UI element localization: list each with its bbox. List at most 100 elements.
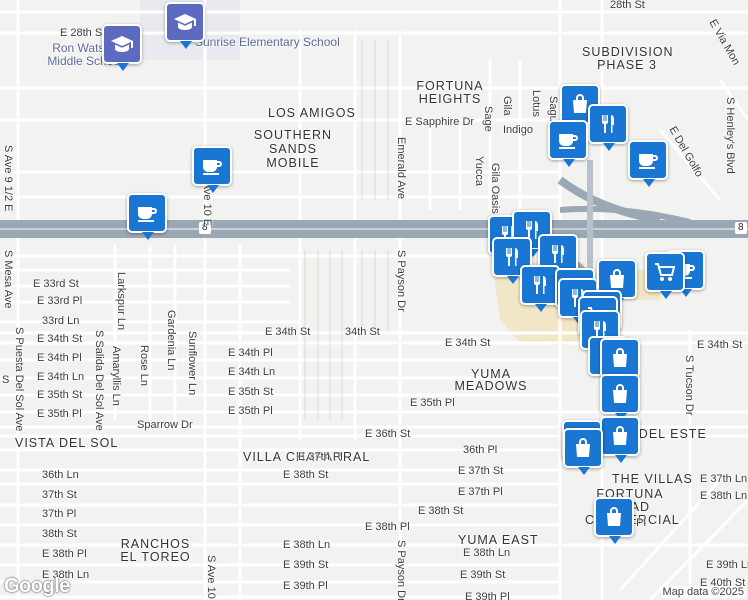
street-label: E 35th St <box>228 386 274 398</box>
interstate-8-shield-east: 8 <box>735 222 747 234</box>
street-label: E 38th Ln <box>283 539 331 551</box>
shopping-bag-icon <box>568 92 592 116</box>
poi-pin-shopping-bag[interactable] <box>563 428 603 475</box>
street-label: S Mesa Ave <box>2 250 14 309</box>
street-label: S Salida Del Sol Ave <box>93 330 105 431</box>
restaurant-icon <box>528 273 552 297</box>
street-label: E 34th St <box>445 337 491 349</box>
area-label-s-del-este: S DEL ESTE <box>625 427 707 441</box>
school-pin[interactable] <box>165 2 205 49</box>
street-label: Gardenia Ln <box>165 310 177 371</box>
poi-pin-restaurant[interactable] <box>520 265 560 312</box>
street-label: S Payson Dr <box>395 540 407 600</box>
coffee-icon <box>200 154 224 178</box>
street-label: E 38th Ln <box>700 490 748 502</box>
street-label: Lotus <box>530 90 542 117</box>
street-label: Gila <box>501 96 513 116</box>
poi-pin-shopping-bag[interactable] <box>600 374 640 421</box>
street-label: Rose Ln <box>138 345 150 386</box>
poi-pin-shopping-bag[interactable] <box>600 338 640 385</box>
street-label: E 35th Pl <box>228 405 273 417</box>
street-label: E 39th St <box>283 559 329 571</box>
poi-pin-coffee[interactable] <box>628 140 668 187</box>
street-label: E 38th St <box>283 469 329 481</box>
poi-pin-grocery-cart[interactable] <box>645 252 685 299</box>
street-label: 38th St <box>42 528 77 540</box>
street-label: E 28th St <box>60 27 106 39</box>
street-label: E 35th St <box>37 389 83 401</box>
street-label: E 38th Ln <box>42 569 90 581</box>
street-label: 37th St <box>42 489 77 501</box>
street-label: Larkspur Ln <box>115 272 127 331</box>
street-label: E 37th Pl <box>298 451 343 463</box>
street-label: Sage <box>482 106 494 132</box>
shopping-bag-icon <box>571 436 595 460</box>
street-label: 33rd Ln <box>42 315 80 327</box>
poi-pin-shopping-bag[interactable] <box>600 416 640 463</box>
shopping-bag-icon <box>602 505 626 529</box>
street-label: E 37th Ln <box>700 473 748 485</box>
shopping-bag-icon <box>608 382 632 406</box>
area-label-yuma-meadows: YUMA MEADOWS <box>454 367 528 393</box>
street-label: E 37th St <box>458 465 504 477</box>
interstate-8-shield: 8 <box>199 222 211 234</box>
street-label: E 34th Pl <box>37 352 82 364</box>
street-label: S Tucson Dr <box>683 355 695 416</box>
street-label: E Sapphire Dr <box>405 116 475 128</box>
school-pin[interactable] <box>102 24 142 71</box>
google-logo: Google <box>4 575 70 597</box>
street-label: E 35th Pl <box>37 408 82 420</box>
street-label: E 34th Ln <box>37 371 85 383</box>
street-label: S <box>2 374 10 386</box>
street-label: E 38th Pl <box>365 521 410 533</box>
street-label: 34th St <box>345 326 380 338</box>
street-label: E 37th Pl <box>458 486 503 498</box>
street-label: Sparrow Dr <box>137 419 193 431</box>
street-label: E 33rd Pl <box>37 295 83 307</box>
street-label: S Puesta Del Sol Ave <box>13 327 25 432</box>
street-label: E 39th St <box>460 569 506 581</box>
street-label: S Henley's Blvd <box>724 97 736 174</box>
street-label: 28th St <box>610 0 645 11</box>
restaurant-icon <box>520 218 544 242</box>
street-label: S Ave 9 1/2 E <box>2 145 14 212</box>
poi-pin-coffee[interactable] <box>192 146 232 193</box>
street-label: E 39th Pl <box>465 591 510 600</box>
street-label: 36th Ln <box>42 469 79 481</box>
street-label: E 39th Pl <box>283 580 328 592</box>
poi-pin-shopping-bag[interactable] <box>594 497 634 544</box>
street-label: E 34th St <box>265 326 311 338</box>
street-label: E 34th Ln <box>228 366 276 378</box>
street-label: Sunflower Ln <box>186 331 198 396</box>
restaurant-icon <box>588 318 612 342</box>
area-label-los-amigos: LOS AMIGOS <box>268 106 356 120</box>
street-label: E 35th Pl <box>410 397 455 409</box>
grocery-cart-icon <box>653 260 677 284</box>
area-label-the-villas: THE VILLAS <box>612 472 693 486</box>
street-label: E 33rd St <box>33 278 79 290</box>
shopping-bag-icon <box>605 267 629 291</box>
poi-pin-coffee[interactable] <box>548 120 588 167</box>
street-label: E 34th St <box>697 339 743 351</box>
graduation-cap-icon <box>110 32 134 56</box>
street-label: Gila Oasis <box>489 163 501 214</box>
restaurant-icon <box>596 112 620 136</box>
street-label: Emerald Ave <box>395 137 407 200</box>
area-label-villa-chaparral: VILLA CHAPARRAL <box>243 450 371 464</box>
street-label: S Payson Dr <box>395 250 407 312</box>
street-label: E 38th St <box>418 505 464 517</box>
poi-pin-coffee[interactable] <box>127 193 167 240</box>
shopping-bag-icon <box>608 424 632 448</box>
street-label: E 36th St <box>365 428 411 440</box>
school-label-sunrise[interactable]: Sunrise Elementary School <box>195 35 340 49</box>
street-label: Yucca <box>473 156 485 186</box>
map-attribution[interactable]: Map data ©2025 <box>660 586 746 598</box>
street-label: 36th Pl <box>463 444 498 456</box>
poi-pin-restaurant[interactable] <box>588 104 628 151</box>
graduation-cap-icon <box>173 10 197 34</box>
area-label-fortuna-heights: FORTUNA HEIGHTS <box>416 79 484 106</box>
street-label: E 38th Pl <box>42 548 87 560</box>
street-label: Amaryllis Ln <box>110 346 122 406</box>
street-label: E 34th Pl <box>228 347 273 359</box>
